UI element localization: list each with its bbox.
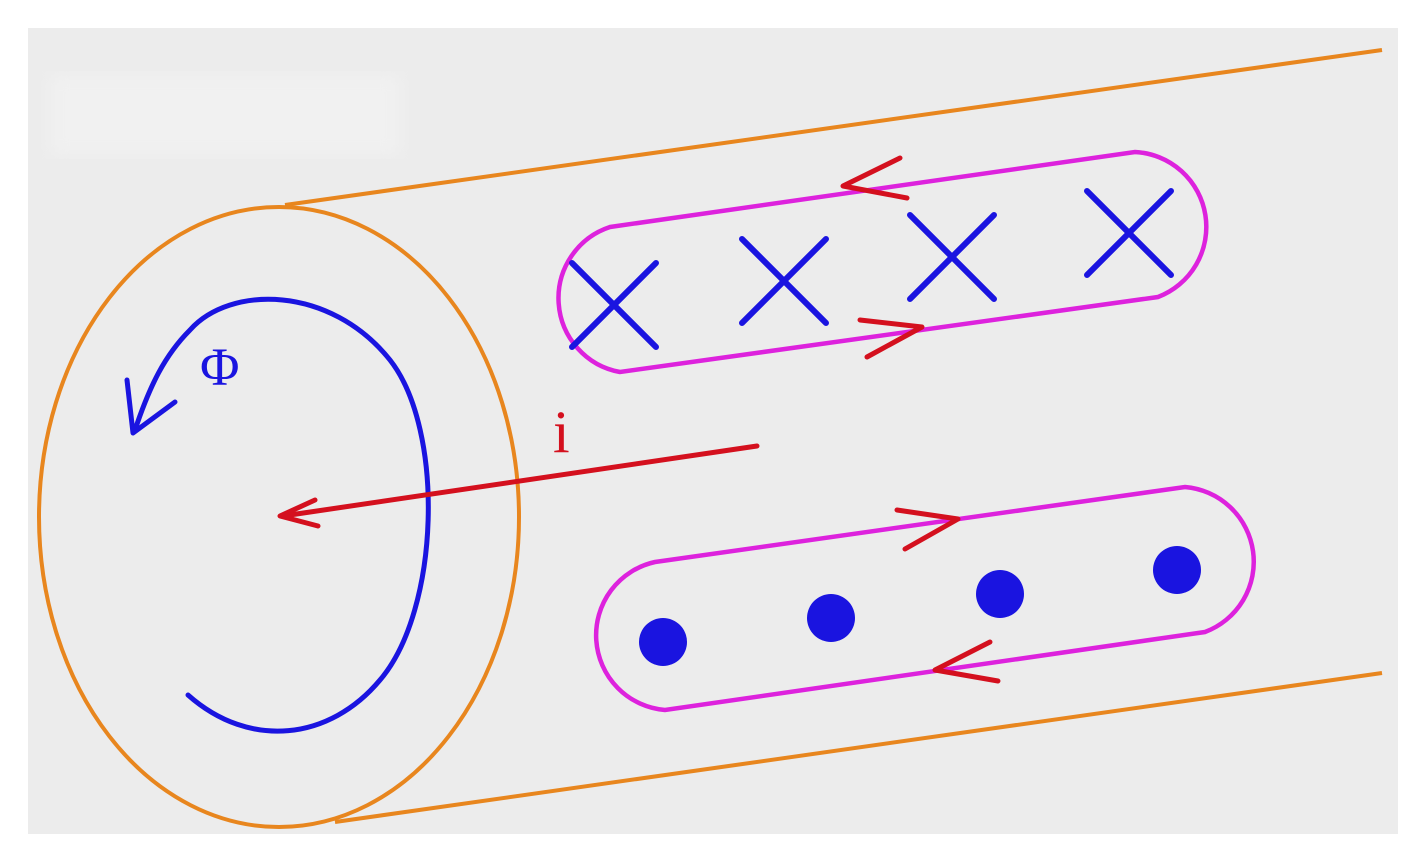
lower-loop-arrow-top [894, 507, 961, 552]
flux-label: Φ [200, 337, 239, 397]
field-into-page-cross [739, 236, 829, 326]
current-label: i [553, 399, 570, 465]
field-out-of-page-group [639, 546, 1201, 666]
flux-arc [132, 296, 431, 734]
field-into-page-group [569, 188, 1174, 350]
field-out-of-page-dot [1153, 546, 1201, 594]
flux-arrowhead [124, 377, 178, 436]
cylinder-end-face [37, 205, 521, 829]
current-arrow-shaft [280, 443, 760, 519]
lower-loop-arrow-bottom [932, 639, 1001, 684]
field-out-of-page-dot [639, 618, 687, 666]
cylinder-bottom-edge [334, 671, 1383, 824]
upper-loop-arrow-bottom [857, 317, 925, 360]
field-into-page-cross [569, 260, 659, 350]
cylinder-top-edge [284, 48, 1383, 207]
field-out-of-page-dot [976, 570, 1024, 618]
upper-current-loop [556, 149, 1209, 375]
current-arrowhead [277, 497, 321, 529]
field-into-page-cross [907, 212, 997, 302]
field-into-page-cross [1084, 188, 1174, 278]
upper-loop-arrow-top [840, 155, 910, 201]
field-out-of-page-dot [807, 594, 855, 642]
faint-highlight [50, 75, 400, 155]
